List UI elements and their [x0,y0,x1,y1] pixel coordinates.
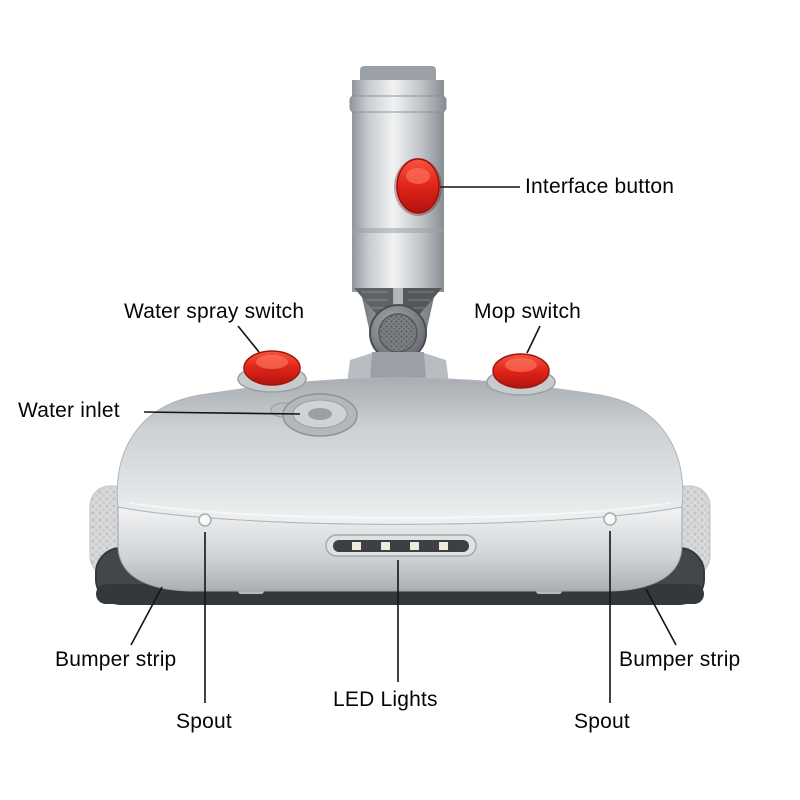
leader-water-inlet [143,411,301,415]
leader-bumper-right [645,588,677,646]
leader-lines [130,186,677,703]
led-light [439,542,448,550]
leader-water-spray-switch [237,325,260,353]
interface-button-part [394,158,442,216]
led-light [410,542,419,550]
label-spout-left: Spout [176,710,232,733]
spout-right-part [603,512,617,526]
led-panel [325,534,477,557]
water-spray-switch-part [237,350,307,393]
label-water-inlet: Water inlet [18,399,120,422]
neck-joint [346,288,450,392]
spout-left-part [198,513,212,527]
head-top-surface [116,377,684,525]
led-light [352,542,361,550]
label-spout-right: Spout [574,710,630,733]
mop-switch-part [486,353,556,396]
label-led-lights: LED Lights [333,688,438,711]
top-edge-highlight [129,502,671,519]
led-light [381,542,390,550]
label-bumper-strip-right: Bumper strip [619,648,741,671]
label-water-spray-switch: Water spray switch [124,300,305,323]
label-mop-switch: Mop switch [474,300,582,323]
water-inlet-part [270,393,358,437]
leader-bumper-left [130,586,163,646]
label-interface-button: Interface button [525,175,675,198]
label-bumper-strip-left: Bumper strip [55,648,177,671]
leader-mop-switch [526,325,541,354]
